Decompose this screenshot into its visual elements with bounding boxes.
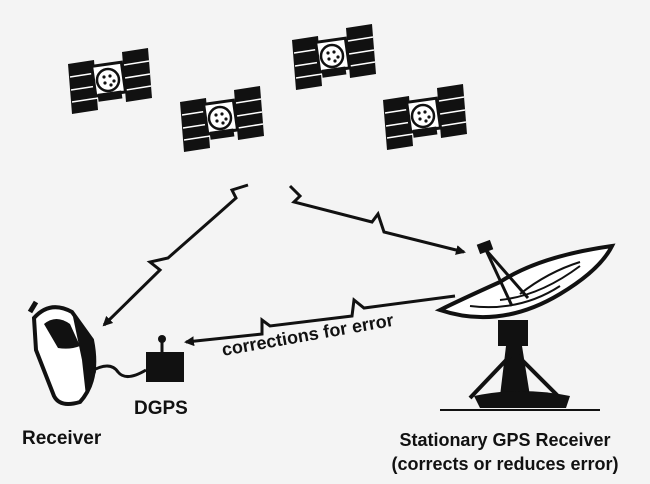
corrections-arrow <box>184 294 456 347</box>
station-label-line2: (corrects or reduces error) <box>391 454 619 474</box>
satellite-icon <box>381 82 469 152</box>
receiver-label: Receiver <box>22 428 102 449</box>
dgps-cable <box>89 364 147 378</box>
satellite-icon <box>178 84 266 154</box>
dgps-label: DGPS <box>134 398 188 419</box>
signal-arrow-to-station <box>288 184 466 255</box>
station-label-line1: Stationary GPS Receiver <box>399 430 611 450</box>
station-label: Stationary GPS Receiver (corrects or red… <box>370 428 640 476</box>
satellite-icon <box>290 22 378 92</box>
dgps-box-icon <box>146 335 184 382</box>
signal-arrow-to-receiver <box>102 183 249 327</box>
handheld-receiver-icon <box>27 300 97 406</box>
satellite-dish-icon <box>434 239 616 411</box>
satellite-icon <box>66 46 154 116</box>
